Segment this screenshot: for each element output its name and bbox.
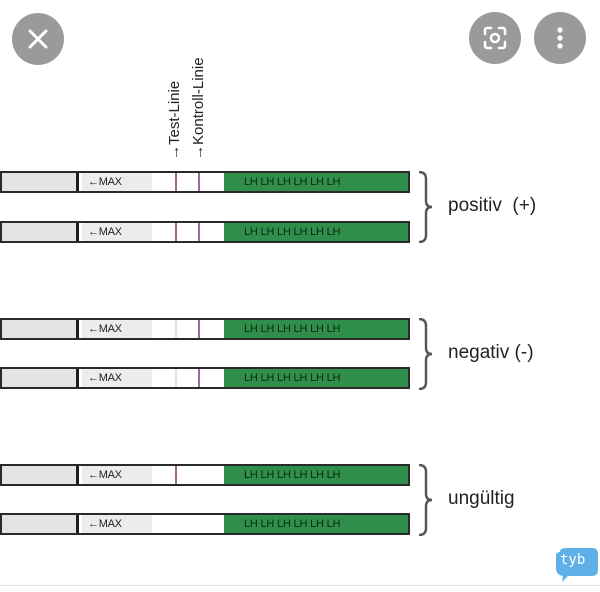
test-line — [175, 320, 177, 338]
result-window — [152, 223, 224, 241]
test-line — [175, 515, 177, 533]
test-line — [175, 223, 177, 241]
close-icon — [28, 29, 48, 49]
control-line — [198, 369, 200, 387]
max-marker: ←MAX — [82, 515, 152, 533]
lh-band: LH LH LH LH LH LH — [224, 173, 408, 191]
control-line-label: →Kontroll-Linie — [190, 57, 207, 160]
tyb-badge: tyb — [552, 546, 600, 584]
test-strip: ←MAX LH LH LH LH LH LH — [0, 464, 410, 486]
lens-button[interactable] — [469, 12, 521, 64]
test-line — [175, 466, 177, 484]
lens-icon — [483, 26, 507, 50]
lh-band: LH LH LH LH LH LH — [224, 515, 408, 533]
test-strip: ←MAX LH LH LH LH LH LH — [0, 367, 410, 389]
max-marker: ←MAX — [82, 223, 152, 241]
close-button[interactable] — [12, 13, 64, 65]
test-line — [175, 173, 177, 191]
group-brace — [417, 171, 433, 243]
tyb-badge-text: tyb — [560, 552, 586, 568]
lh-band: LH LH LH LH LH LH — [224, 369, 408, 387]
test-strip: ←MAX LH LH LH LH LH LH — [0, 221, 410, 243]
test-strip: ←MAX LH LH LH LH LH LH — [0, 513, 410, 535]
control-line — [198, 173, 200, 191]
result-window — [152, 466, 224, 484]
control-line — [198, 223, 200, 241]
max-marker: ←MAX — [82, 320, 152, 338]
group-label-negative: negativ (-) — [448, 342, 534, 363]
strip-grip — [2, 369, 79, 387]
test-strip: ←MAX LH LH LH LH LH LH — [0, 171, 410, 193]
bottom-divider — [0, 585, 600, 586]
strip-grip — [2, 320, 79, 338]
strip-grip — [2, 173, 79, 191]
result-window — [152, 173, 224, 191]
result-window — [152, 320, 224, 338]
more-vertical-icon — [557, 27, 563, 49]
group-brace — [417, 318, 433, 390]
control-line — [198, 320, 200, 338]
test-line — [175, 369, 177, 387]
max-marker: ←MAX — [82, 369, 152, 387]
result-window — [152, 515, 224, 533]
max-marker: ←MAX — [82, 466, 152, 484]
lh-band: LH LH LH LH LH LH — [224, 223, 408, 241]
lh-band: LH LH LH LH LH LH — [224, 320, 408, 338]
group-label-invalid: ungültig — [448, 488, 515, 509]
group-brace — [417, 464, 433, 536]
result-window — [152, 369, 224, 387]
strip-grip — [2, 223, 79, 241]
more-button[interactable] — [534, 12, 586, 64]
group-label-positive: positiv (+) — [448, 195, 537, 216]
strip-grip — [2, 515, 79, 533]
control-line — [198, 466, 200, 484]
strip-grip — [2, 466, 79, 484]
test-line-label: →Test-Linie — [166, 80, 183, 160]
max-marker: ←MAX — [82, 173, 152, 191]
lh-band: LH LH LH LH LH LH — [224, 466, 408, 484]
control-line — [198, 515, 200, 533]
test-strip: ←MAX LH LH LH LH LH LH — [0, 318, 410, 340]
